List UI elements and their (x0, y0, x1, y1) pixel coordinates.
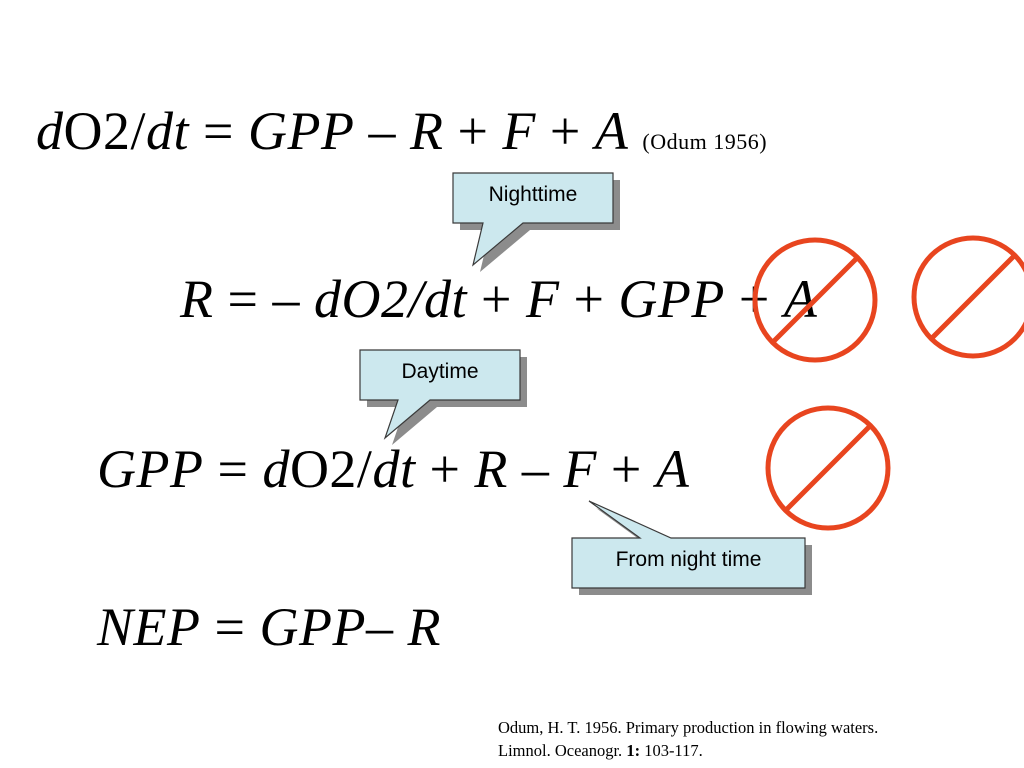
eq1-o2: O2/ (63, 101, 146, 161)
eq3-r: R (474, 439, 508, 499)
eq3-o2: O2/ (289, 439, 373, 499)
eq3-dt: dt (372, 439, 416, 499)
eq1-r: R (409, 101, 444, 161)
equation-nep: NEP = GPP– R (97, 600, 441, 654)
reference-volume: 1: (626, 741, 641, 760)
reference-citation: Odum, H. T. 1956. Primary production in … (498, 716, 878, 762)
equation-respiration: R = – dO2/dt + F + GPP + A (180, 272, 817, 326)
callout-nighttime-label: Nighttime (488, 183, 578, 206)
no-sign-icon-a-eq3 (765, 405, 891, 531)
eq3-plus2: + (596, 439, 656, 499)
eq2-minus: – (272, 269, 314, 329)
eq3-equals: = (203, 439, 263, 499)
eq2-plus1: + (466, 269, 526, 329)
eq4-equals: = (200, 597, 260, 657)
no-sign-icon-a-eq2 (911, 235, 1024, 359)
callout-from-night-label: From night time (615, 548, 762, 571)
eq2-a: A (783, 269, 818, 329)
eq3-minus: – (507, 439, 564, 499)
eq1-minus: – (354, 101, 410, 161)
eq2-plus3: + (724, 269, 784, 329)
citation-odum-1956: (Odum 1956) (642, 129, 768, 154)
eq3-a: A (655, 439, 690, 499)
eq3-f: F (563, 439, 597, 499)
eq2-f: F (525, 269, 560, 329)
eq4-nep: NEP (97, 597, 201, 657)
eq2-equals: = (213, 269, 273, 329)
eq3-plus1: + (415, 439, 475, 499)
eq2-plus2: + (559, 269, 619, 329)
eq1-gpp: GPP (247, 101, 355, 161)
callout-daytime-label: Daytime (401, 360, 479, 383)
eq4-r: R (407, 597, 441, 657)
equation-gpp: GPP = dO2/dt + R – F + A (97, 442, 689, 496)
eq1-plus2: + (535, 101, 595, 161)
eq3-gpp: GPP (97, 439, 204, 499)
eq1-dt: dt (146, 101, 190, 161)
reference-pages: 103-117. (640, 741, 703, 760)
eq2-do2dt: dO2/dt (313, 269, 467, 329)
eq1-plus1: + (443, 101, 503, 161)
eq4-gpp: GPP (259, 597, 366, 657)
callout-from-night-bubble (571, 500, 806, 589)
eq4-minus: – (365, 597, 408, 657)
reference-line-1: Odum, H. T. 1956. Primary production in … (498, 718, 879, 737)
eq2-r: R (180, 269, 214, 329)
eq2-gpp: GPP (618, 269, 725, 329)
equation-do2-dt: dO2/dt = GPP – R + F + A (Odum 1956) (36, 104, 767, 158)
eq1-d: d (36, 101, 64, 161)
eq1-f: F (502, 101, 536, 161)
eq1-a: A (594, 101, 629, 161)
reference-journal: Limnol. Oceanogr. (498, 741, 627, 760)
eq1-equals: = (189, 101, 248, 161)
eq3-d: d (262, 439, 290, 499)
